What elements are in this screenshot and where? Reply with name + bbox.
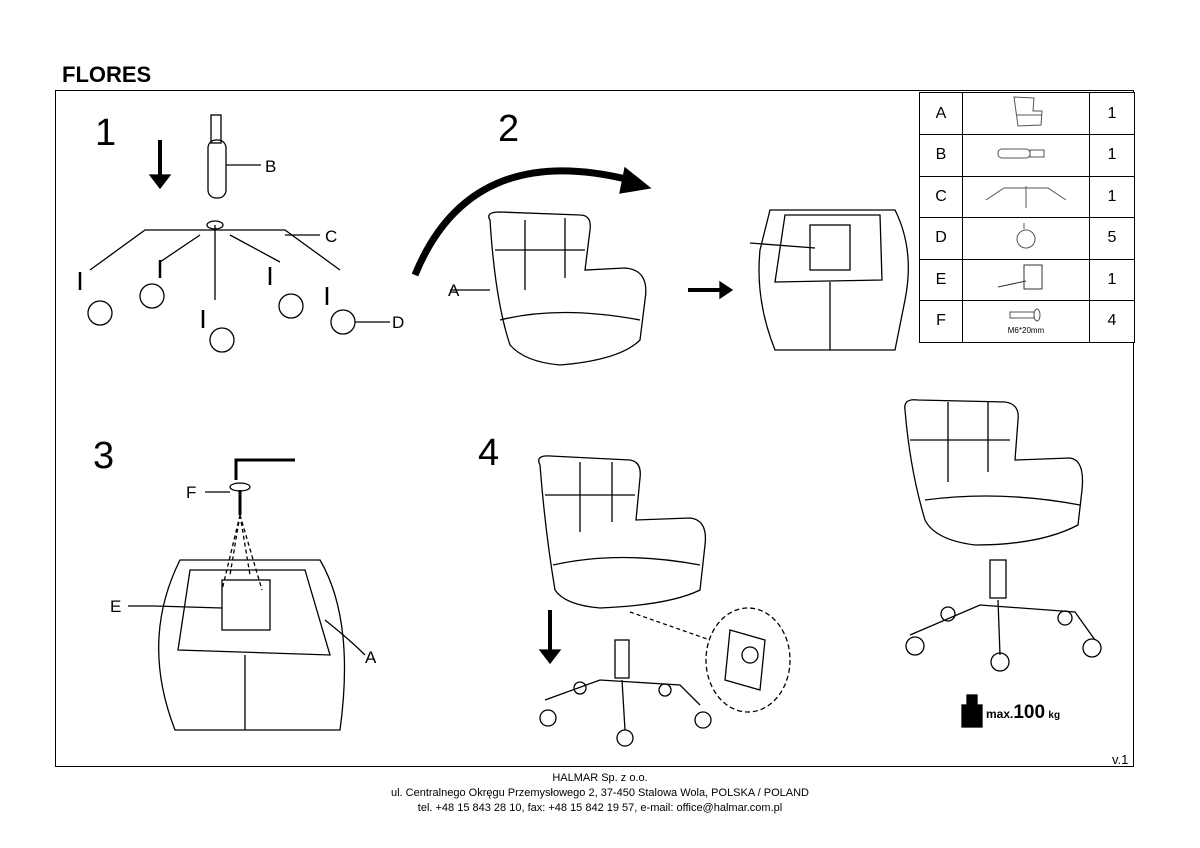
step3-illustration	[128, 458, 366, 731]
part-label: E	[110, 597, 122, 616]
part-label: F	[186, 483, 197, 502]
max-load-prefix: max.	[986, 707, 1014, 721]
step4-illustration	[538, 455, 791, 747]
weight-icon	[961, 694, 983, 728]
part-qty: 4	[1089, 300, 1135, 343]
instruction-frame	[55, 90, 1134, 767]
part-letter: E	[919, 258, 963, 301]
part-label: B	[265, 157, 277, 176]
part-letter: D	[919, 217, 963, 260]
step-number: 4	[478, 432, 500, 474]
bolt-size: M6*20mm	[1007, 325, 1045, 335]
company-contact: tel. +48 15 843 28 10, fax: +48 15 842 1…	[417, 802, 783, 814]
part-qty: 1	[1089, 134, 1135, 177]
assembled-chair-illustration	[904, 399, 1102, 728]
part-qty: 1	[1089, 175, 1135, 218]
gas-lift-icon	[962, 134, 1090, 177]
bolt-icon: M6*20mm	[962, 300, 1090, 343]
step-number: 2	[498, 108, 520, 150]
part-letter: B	[919, 134, 963, 177]
caster-icons	[87, 283, 356, 353]
table-row: F M6*20mm 4	[919, 300, 1135, 343]
step1-illustration	[78, 114, 390, 353]
part-label: A	[448, 281, 460, 300]
part-qty: 1	[1089, 92, 1135, 135]
part-letter: C	[919, 175, 963, 218]
step-number: 1	[95, 112, 117, 154]
company-name: HALMAR Sp. z o.o.	[552, 772, 648, 784]
tilt-mechanism-icon	[962, 258, 1090, 301]
part-label: D	[392, 313, 405, 332]
part-letter: A	[919, 92, 963, 135]
max-load: max.100 kg	[986, 702, 1060, 724]
footer: HALMAR Sp. z o.o. ul. Centralnego Okręgu…	[0, 771, 1200, 816]
part-letter: F	[919, 300, 963, 343]
chair-seat-icon	[962, 92, 1090, 135]
part-label: A	[365, 648, 377, 667]
part-label: C	[325, 227, 338, 246]
document-title: FLORES	[62, 62, 152, 87]
part-qty: 5	[1089, 217, 1135, 260]
max-load-unit: kg	[1048, 710, 1061, 721]
part-qty: 1	[1089, 258, 1135, 301]
caster-wheel-icon	[962, 217, 1090, 260]
step-number: 3	[93, 435, 115, 477]
company-address: ul. Centralnego Okręgu Przemysłowego 2, …	[390, 787, 809, 799]
version: v.1	[1112, 752, 1129, 767]
star-base-icon	[962, 175, 1090, 218]
max-load-value: 100	[1013, 702, 1046, 723]
step2-illustration	[411, 166, 909, 366]
